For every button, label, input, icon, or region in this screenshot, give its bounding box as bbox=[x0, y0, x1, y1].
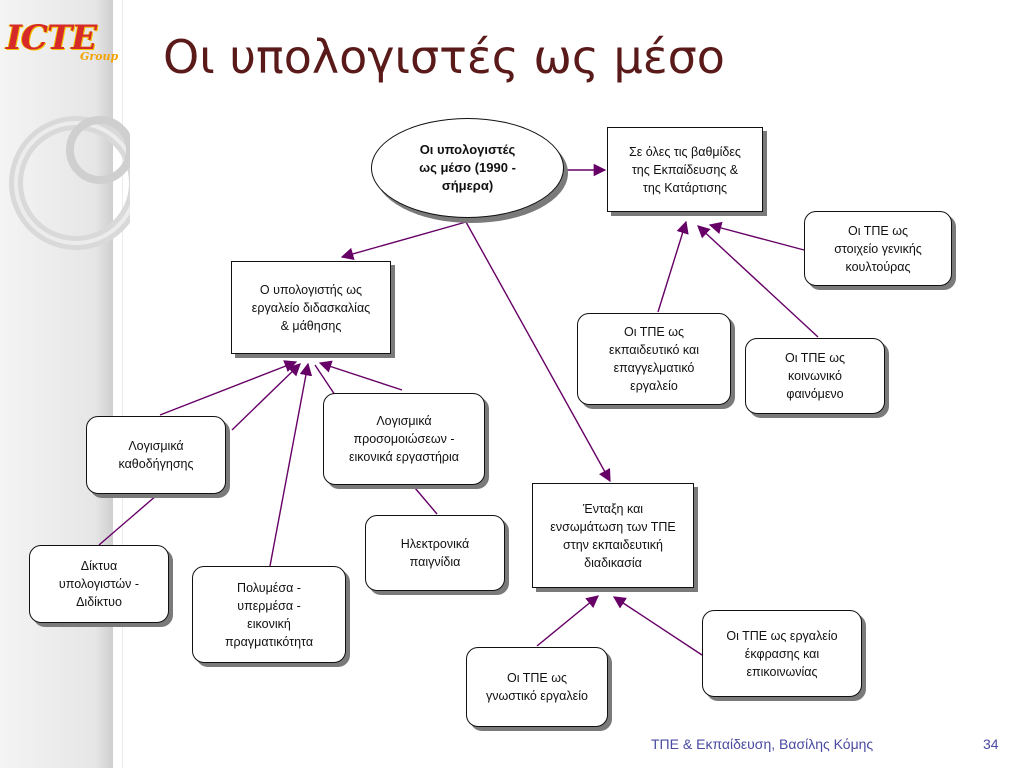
node-expression: Οι ΤΠΕ ως εργαλείο έκφρασης και επικοινω… bbox=[702, 610, 862, 697]
connector-simulation-teaching bbox=[318, 360, 403, 391]
connector-culture-levels bbox=[708, 221, 805, 251]
node-integration: Ένταξη και ενσωμάτωση των ΤΠΕ στην εκπαι… bbox=[532, 483, 694, 588]
node-edu-tool: Οι ΤΠΕ ως εκπαιδευτικό και επαγγελματικό… bbox=[577, 313, 731, 405]
connector-games-simulation bbox=[414, 487, 438, 515]
connector-tutoring-teaching bbox=[159, 360, 298, 416]
logo-text: ICTE bbox=[6, 18, 97, 58]
node-teaching-tool: Ο υπολογιστής ως εργαλείο διδασκαλίας & … bbox=[231, 261, 391, 354]
node-tutoring: Λογισμικά καθοδήγησης bbox=[86, 416, 226, 494]
connector-root-integration bbox=[465, 221, 611, 483]
connector-multimedia-teaching bbox=[269, 362, 313, 567]
node-games: Ηλεκτρονικά παιγνίδια bbox=[365, 515, 505, 591]
connector-expression-integration bbox=[612, 596, 703, 656]
connector-networks-tutoring bbox=[98, 494, 158, 546]
icte-group-logo: ICTE Group bbox=[6, 10, 118, 80]
page-number: 34 bbox=[983, 736, 999, 752]
connector-networks-teaching bbox=[231, 363, 301, 431]
node-root: Οι υπολογιστές ως μέσο (1990 - σήμερα) bbox=[371, 118, 564, 218]
connector-cognitive-integration bbox=[536, 595, 599, 647]
node-cognitive: Οι ΤΠΕ ως γνωστικό εργαλείο bbox=[466, 647, 608, 727]
node-networks: Δίκτυα υπολογιστών - Διδίκτυο bbox=[29, 545, 169, 623]
band-edge-line-secondary bbox=[122, 0, 123, 768]
node-levels: Σε όλες τις βαθμίδες της Εκπαίδευσης & τ… bbox=[607, 127, 763, 212]
node-multimedia: Πολυμέσα - υπερμέσα - εικονική πραγματικ… bbox=[192, 566, 346, 663]
node-culture: Οι ΤΠΕ ως στοιχείο γενικής κουλτούρας bbox=[804, 211, 952, 286]
node-simulation: Λογισμικά προσομοιώσεων - εικονικά εργασ… bbox=[323, 393, 485, 485]
logo-subtext: Group bbox=[80, 50, 119, 63]
band-edge-line bbox=[112, 0, 113, 768]
connector-edutool-levels bbox=[657, 220, 689, 313]
slide-title: Οι υπολογιστές ως μέσο bbox=[163, 30, 725, 84]
connector-root-teaching bbox=[340, 221, 467, 260]
connector-social-levels bbox=[697, 225, 819, 338]
decorative-rings bbox=[9, 116, 130, 250]
footer-credit: ΤΠΕ & Εκπαίδευση, Βασίλης Κόμης bbox=[651, 736, 874, 752]
connector-games-teaching bbox=[314, 364, 336, 396]
node-social: Οι ΤΠΕ ως κοινωνικό φαινόμενο bbox=[745, 338, 885, 414]
